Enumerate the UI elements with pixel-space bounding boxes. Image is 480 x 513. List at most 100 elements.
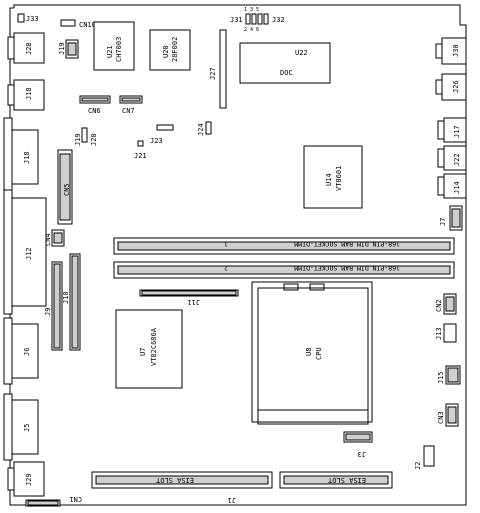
j27-label: J27 <box>209 67 217 80</box>
j21-label: J21 <box>134 152 147 160</box>
cn4-label: CN4 <box>44 233 52 246</box>
cn2-label: CN2 <box>435 299 443 312</box>
j32-pin-numbers: 2 4 6 <box>244 27 259 33</box>
cn5-label: CN5 <box>63 183 71 196</box>
u21-part-label: CH7003 <box>115 37 123 62</box>
j9-label: J9 <box>44 308 52 316</box>
j5-label: J5 <box>23 424 31 432</box>
u7-part-label: VT82C686A <box>150 327 158 366</box>
u14-part-label: VT8601 <box>335 166 343 191</box>
j33-label: J33 <box>26 15 39 23</box>
u8-cpu-socket: U8 CPU <box>251 281 373 425</box>
j24-label: J24 <box>197 123 205 136</box>
eisa2-label: EISA SLOT <box>327 476 366 484</box>
j7-label: J7 <box>439 218 447 226</box>
j29-port: J29 <box>7 461 45 497</box>
dimm1-number: 1 <box>224 240 228 248</box>
cn6-connector: CN6 <box>79 95 111 115</box>
j18-top-port: J18 <box>7 79 45 111</box>
j18-top-label: J18 <box>25 87 33 100</box>
cn3-connector: CN3 <box>437 403 459 427</box>
j24-header: J24 <box>197 121 212 136</box>
j14-label: J14 <box>453 181 461 194</box>
j19-small-label: J19 <box>74 133 82 146</box>
j26-label: J26 <box>452 80 460 93</box>
j27-header: J27 <box>209 29 227 109</box>
j22-port: J22 <box>437 145 467 171</box>
u8-label: U8 <box>305 348 313 356</box>
u8-part-label: CPU <box>315 347 323 360</box>
j17-label: J17 <box>453 125 461 138</box>
cn6-label: CN6 <box>88 107 101 115</box>
j29-label: J29 <box>25 473 33 486</box>
cn2-connector: CN2 <box>435 293 457 315</box>
j12-parallel-port: J12 <box>3 189 47 315</box>
j26-port: J26 <box>435 73 467 101</box>
j18-serial-port: J18 <box>3 117 39 197</box>
u14-label: U14 <box>325 173 333 186</box>
cn4-connector: CN4 <box>44 229 65 247</box>
j15-header: J15 <box>437 365 461 385</box>
j31-j32-headers: J31 J32 1 3 5 2 4 6 <box>230 7 285 33</box>
j21-header: J21 <box>134 140 147 160</box>
j11-header: J11 <box>139 289 239 306</box>
dimm-slot-2: 168-PIN DIM RAM SOCKET-DIMM 2 <box>113 261 455 279</box>
j20-header: J19 J20 <box>74 127 98 146</box>
j30-label: J30 <box>452 44 460 57</box>
j13-header: J13 <box>435 323 457 343</box>
j18-label: J18 <box>23 151 31 164</box>
eisa-slot-1: EISA SLOT <box>91 471 273 489</box>
u21-label: U21 <box>106 45 114 58</box>
cn5-connector: CN5 <box>57 149 73 225</box>
j28-port: J28 <box>7 32 45 64</box>
j31-label: J31 <box>230 16 243 24</box>
j19-header: J19 <box>58 39 79 59</box>
j6-serial-port: J6 <box>3 317 39 385</box>
j17-port: J17 <box>437 117 467 143</box>
j33-header: J33 <box>17 13 39 23</box>
j11-label: J11 <box>187 298 200 306</box>
j14-port: J14 <box>437 173 467 199</box>
j10-header: J10 <box>62 253 81 351</box>
cn7-label: CN7 <box>122 107 135 115</box>
j12-label: J12 <box>25 247 33 260</box>
u20-chip: U20 28F002 <box>149 29 191 71</box>
u22-doc-chip: U22 DOC <box>239 42 331 84</box>
j2-header: J2 <box>414 445 435 470</box>
cn10-connector: CN10 <box>60 19 96 29</box>
j5-serial-port: J5 <box>3 393 39 461</box>
dimm1-label: 168-PIN DIM RAM SOCKET-DIMM <box>294 240 400 248</box>
cn1-label: CN1 <box>69 495 82 503</box>
cn3-label: CN3 <box>437 411 445 424</box>
j6-label: J6 <box>23 348 31 356</box>
u21-chip: U21 CH7003 <box>93 21 135 71</box>
j10-label: J10 <box>62 291 70 304</box>
u22-label: U22 <box>295 49 308 57</box>
j9-header: J9 <box>44 261 63 351</box>
j30-port: J30 <box>435 37 467 65</box>
eisa-slot-2: EISA SLOT <box>279 471 393 489</box>
u7-chip: U7 VT82C686A <box>115 309 183 389</box>
dimm2-label: 168-PIN DIM RAM SOCKET-DIMM <box>294 264 400 272</box>
j3-header: J3 <box>343 431 373 458</box>
j31-pin-numbers: 1 3 5 <box>244 7 259 13</box>
j22-label: J22 <box>453 153 461 166</box>
eisa1-label: EISA SLOT <box>155 476 194 484</box>
j19-label: J19 <box>58 42 66 55</box>
j7-header: J7 <box>439 205 463 231</box>
dimm-slot-1: 168-PIN DIM RAM SOCKET-DIMM 1 <box>113 237 455 255</box>
j32-label: J32 <box>272 16 285 24</box>
cn1-connector: CN1 <box>25 495 82 507</box>
j3-label: J3 <box>358 450 366 458</box>
j20-label: J20 <box>90 133 98 146</box>
j1-label: J1 <box>228 496 236 504</box>
j28-label: J28 <box>25 42 33 55</box>
j2-label: J2 <box>414 462 422 470</box>
j15-label: J15 <box>437 371 445 384</box>
doc-label: DOC <box>280 69 293 77</box>
cn7-connector: CN7 <box>119 95 143 115</box>
j13-label: J13 <box>435 327 443 340</box>
dimm2-number: 2 <box>224 264 228 272</box>
cn10-label: CN10 <box>79 21 96 29</box>
